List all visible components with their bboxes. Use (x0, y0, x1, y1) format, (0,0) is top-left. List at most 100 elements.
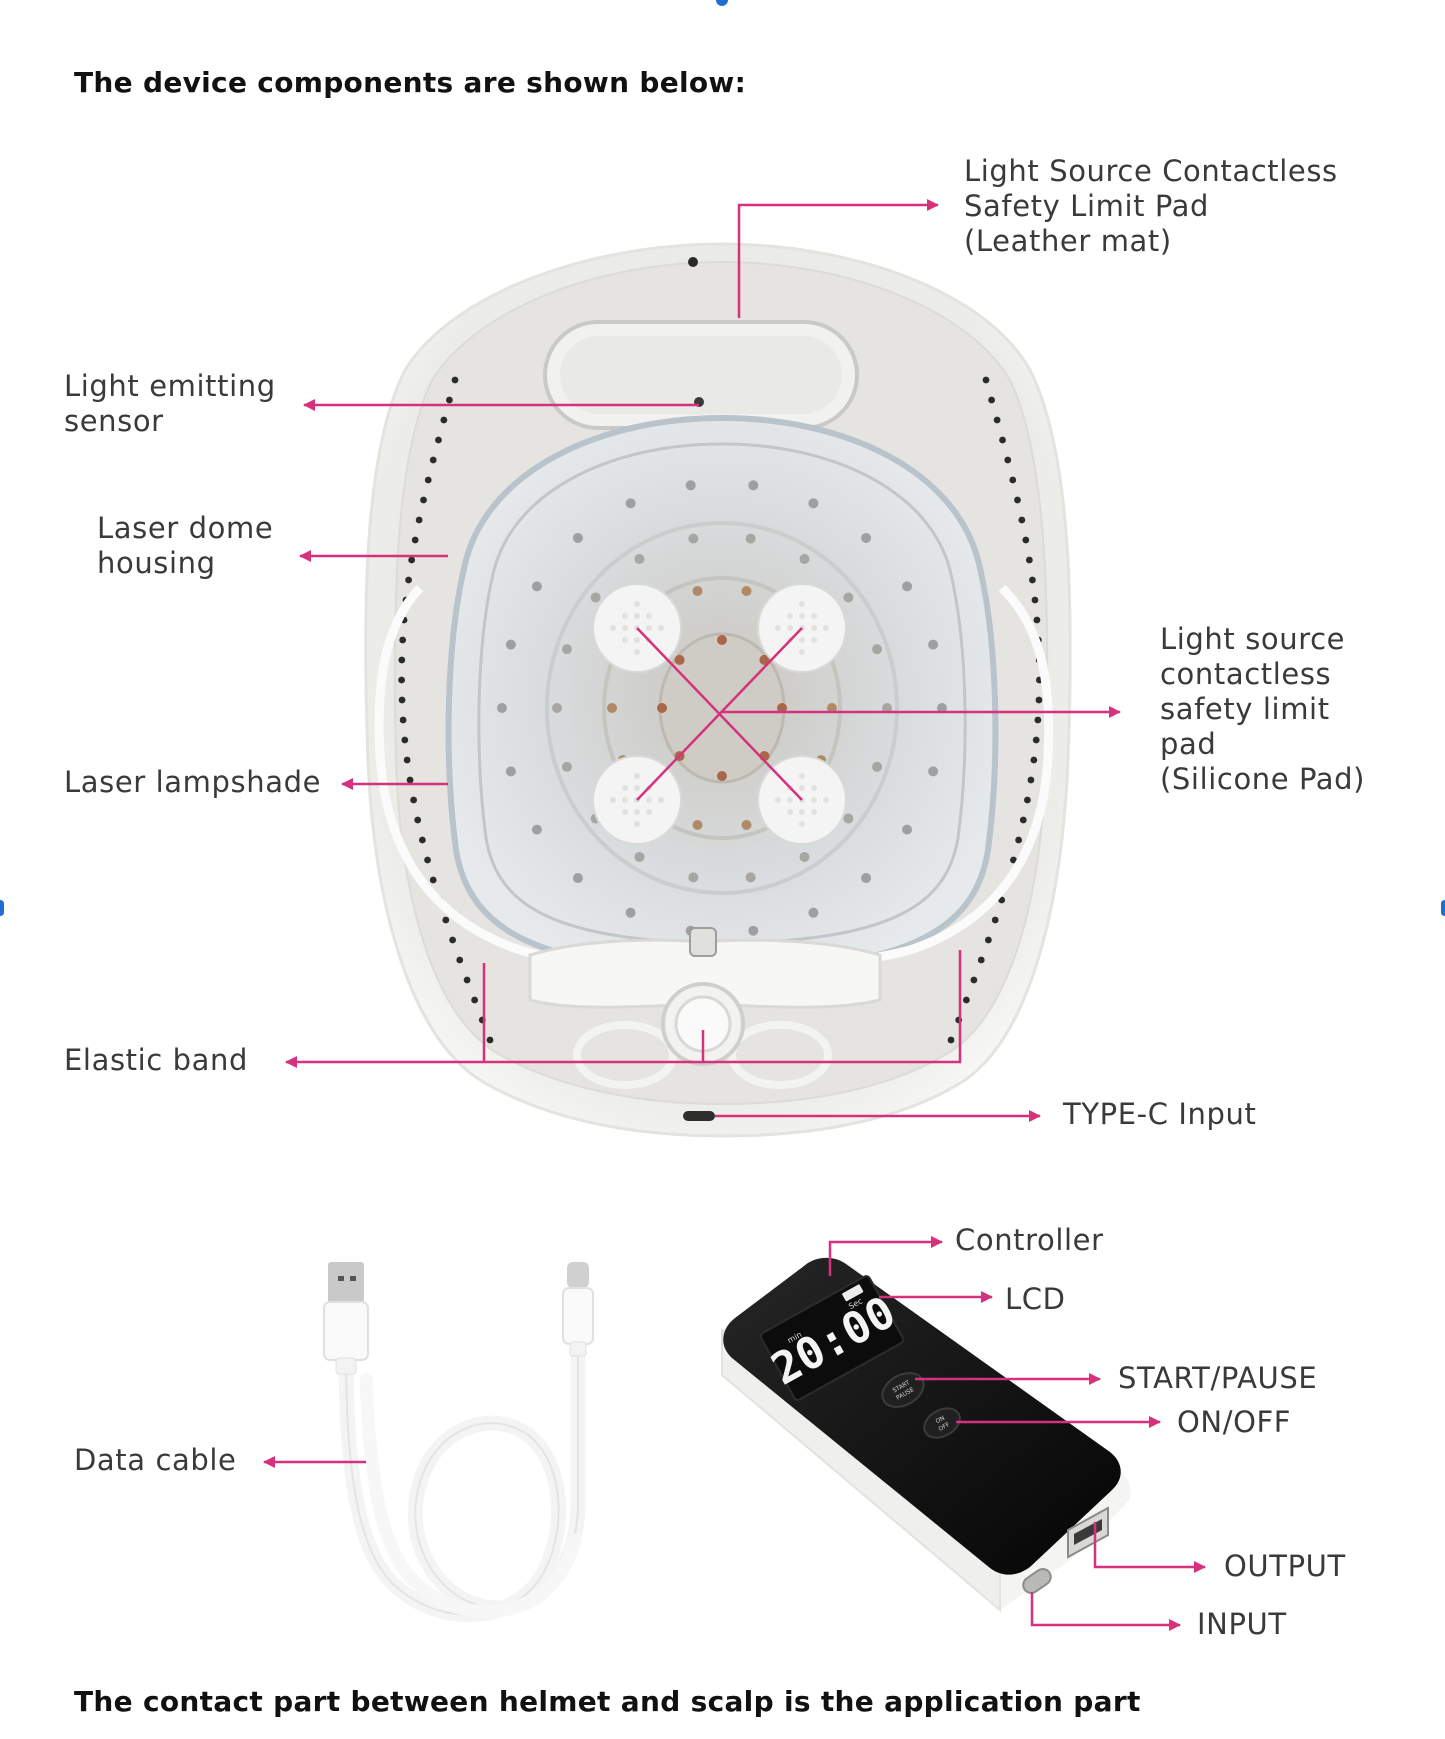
vent-hole (410, 796, 417, 804)
pad-dimple (622, 797, 628, 803)
laser-diode (843, 592, 854, 603)
pad-dimple (823, 625, 829, 631)
vent-hole (970, 976, 978, 984)
vent-hole (993, 416, 1001, 424)
pad-dimple (634, 613, 640, 619)
laser-diode (745, 872, 756, 883)
vent-hole (1004, 456, 1012, 464)
vent-hole (962, 996, 970, 1004)
vent-hole (398, 696, 406, 704)
pad-dimple (622, 785, 628, 791)
laser-diode (634, 554, 645, 565)
laser-diode (745, 533, 756, 544)
vent-hole (1018, 516, 1026, 524)
pad-dimple (811, 625, 817, 631)
laser-diode (717, 771, 727, 781)
pad-dimple (634, 809, 640, 815)
label-input: INPUT (1197, 1607, 1287, 1641)
laser-diode (688, 533, 699, 544)
laser-diode (497, 703, 507, 713)
vent-hole (471, 996, 479, 1004)
power-button-top: ON (935, 1415, 946, 1426)
vent-hole (1009, 476, 1017, 484)
pad-dimple (634, 637, 640, 643)
leader-lines (263, 199, 1206, 1631)
pad-dimple (811, 809, 817, 815)
laser-diode (674, 654, 685, 665)
vent-hole (424, 476, 432, 484)
vent-hole (401, 736, 409, 744)
pad-dimple (799, 649, 805, 655)
page-edge-marker (716, 0, 728, 6)
pad-dimple (610, 625, 616, 631)
laser-diode (843, 813, 854, 824)
vent-hole (405, 576, 412, 584)
vent-hole (1024, 796, 1031, 804)
pad-dimple (799, 773, 805, 779)
pad-dimple (799, 601, 805, 607)
pad-dimple (787, 625, 793, 631)
pad-dimple (634, 785, 640, 791)
laser-diode (717, 635, 727, 645)
pad-dimple (811, 785, 817, 791)
pad-dimple (823, 797, 829, 803)
laser-diode (607, 703, 617, 713)
vent-hole (988, 396, 995, 404)
input-port (1022, 1567, 1052, 1595)
vent-hole (399, 716, 407, 724)
vent-hole (999, 436, 1006, 444)
pad-dimple (799, 821, 805, 827)
laser-diode (688, 872, 699, 883)
vent-hole (1030, 756, 1038, 764)
vent-hole (424, 856, 431, 864)
controller-device: 20:00 min Sec START PAUSE ON OFF (721, 1257, 1131, 1613)
laser-diode (634, 851, 645, 862)
elastic-band-adjuster (528, 927, 882, 1089)
usb-c-plug (567, 1262, 589, 1288)
label-dome-housing: Laser dome housing (97, 511, 274, 580)
laser-diode (561, 761, 572, 772)
label-start-pause: START/PAUSE (1118, 1361, 1318, 1395)
vent-hole (449, 936, 457, 944)
pad-dimple (622, 809, 628, 815)
vent-hole (977, 956, 985, 964)
pad-dimple (787, 797, 793, 803)
vent-hole (435, 436, 442, 444)
vent-hole (1034, 716, 1042, 724)
vent-hole (1015, 836, 1023, 844)
vent-hole (456, 956, 464, 964)
laser-diode (625, 498, 636, 509)
pad-dimple (799, 809, 805, 815)
leader-leather-pad (737, 199, 939, 318)
pad-dimple (646, 625, 652, 631)
vent-hole (429, 876, 437, 884)
pad-dimple (811, 797, 817, 803)
pad-dimple (634, 821, 640, 827)
laser-diode (799, 554, 810, 565)
pad-dimple (799, 637, 805, 643)
helmet (364, 242, 1072, 1138)
label-light-sensor: Light emitting sensor (64, 369, 276, 438)
pad-dimple (811, 637, 817, 643)
laser-diode (928, 639, 939, 650)
laser-diode (827, 703, 837, 713)
pad-dimple (622, 637, 628, 643)
laser-diode (741, 819, 752, 830)
laser-diode (777, 703, 787, 713)
label-on-off: ON/OFF (1177, 1405, 1292, 1439)
vent-hole (1022, 536, 1030, 544)
laser-diode (861, 532, 872, 543)
laser-diode (808, 907, 819, 918)
label-controller: Controller (955, 1223, 1104, 1257)
vent-hole (947, 1036, 955, 1044)
vent-hole (406, 776, 414, 784)
pad-dimple (622, 625, 628, 631)
vent-hole (1029, 576, 1036, 584)
vent-hole (486, 1036, 494, 1044)
vent-hole (451, 376, 459, 384)
pad-cross-b (636, 627, 803, 801)
pad-dimple (634, 601, 640, 607)
vent-hole (399, 636, 407, 644)
leader-controller (828, 1236, 943, 1276)
vent-hole (991, 916, 999, 924)
